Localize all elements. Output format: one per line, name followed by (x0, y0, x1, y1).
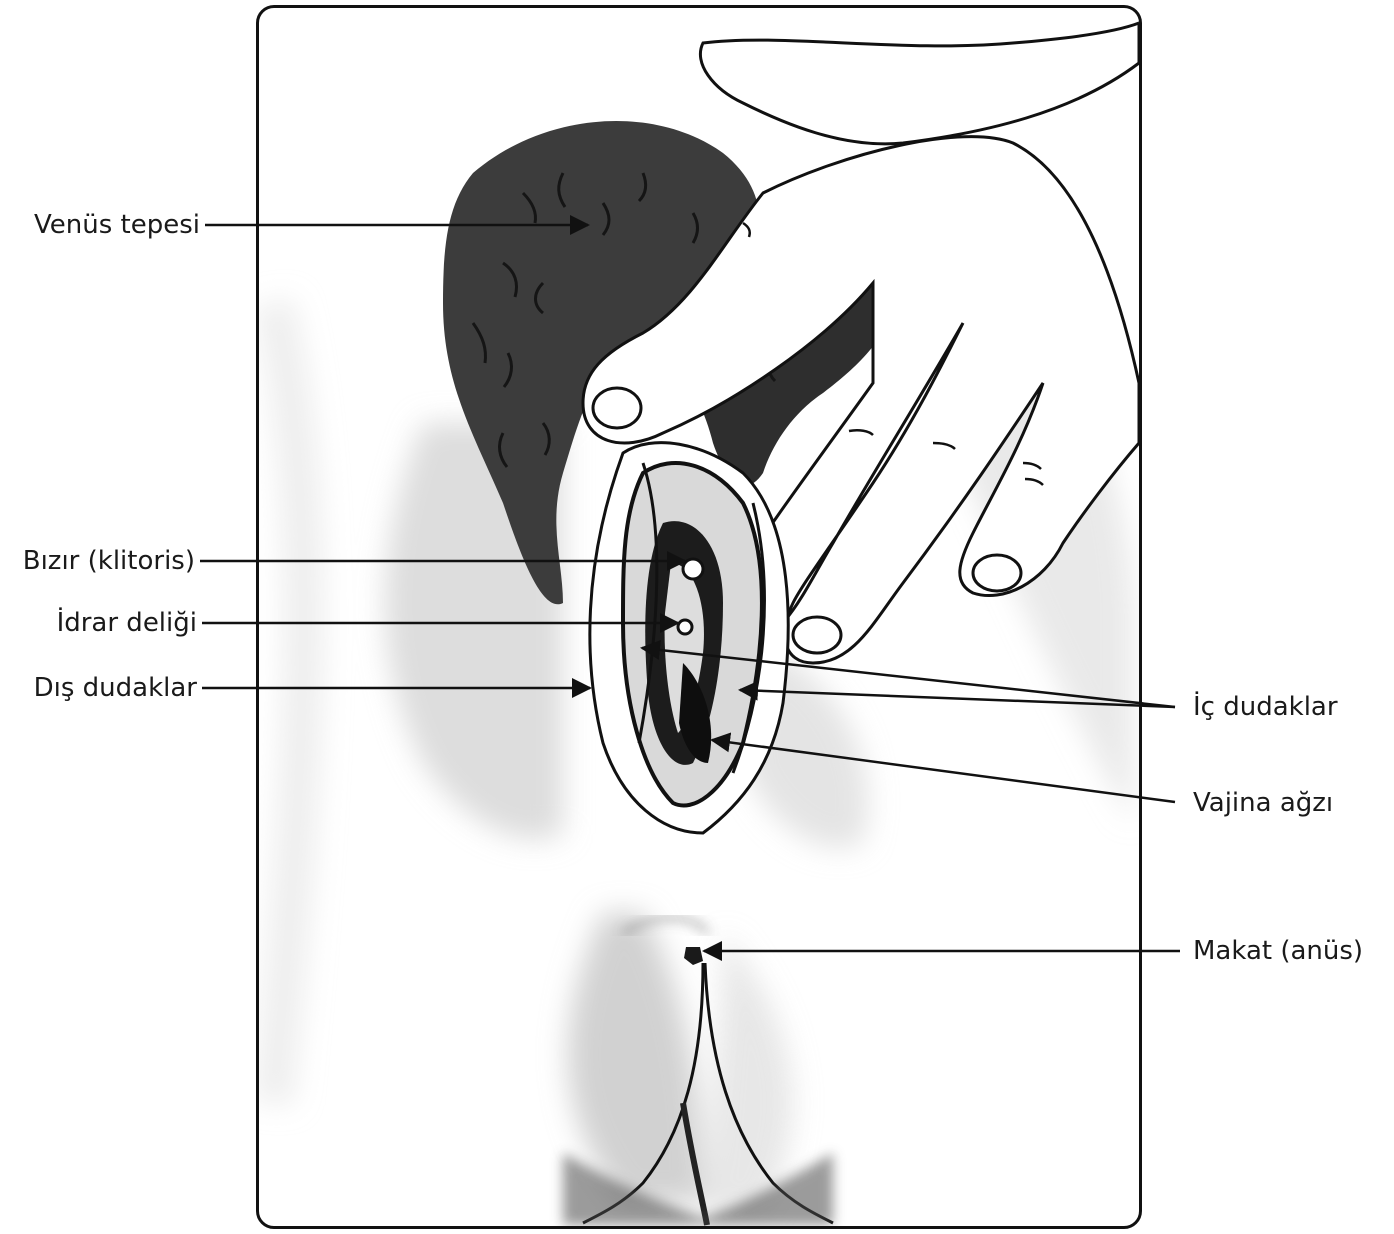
label-clitoris: Bızır (klitoris) (23, 546, 195, 576)
label-vagina: Vajina ağzı (1193, 788, 1333, 818)
label-venus: Venüs tepesi (34, 210, 200, 240)
label-anus: Makat (anüs) (1193, 936, 1363, 966)
label-inner-lips: İç dudaklar (1193, 692, 1338, 722)
leader-vagina (712, 740, 1175, 802)
leader-inner-lips-1 (642, 648, 1175, 707)
label-urethra: İdrar deliği (57, 608, 197, 638)
leader-inner-lips-2 (740, 690, 1175, 707)
label-outer-lips: Dış dudaklar (34, 673, 197, 703)
